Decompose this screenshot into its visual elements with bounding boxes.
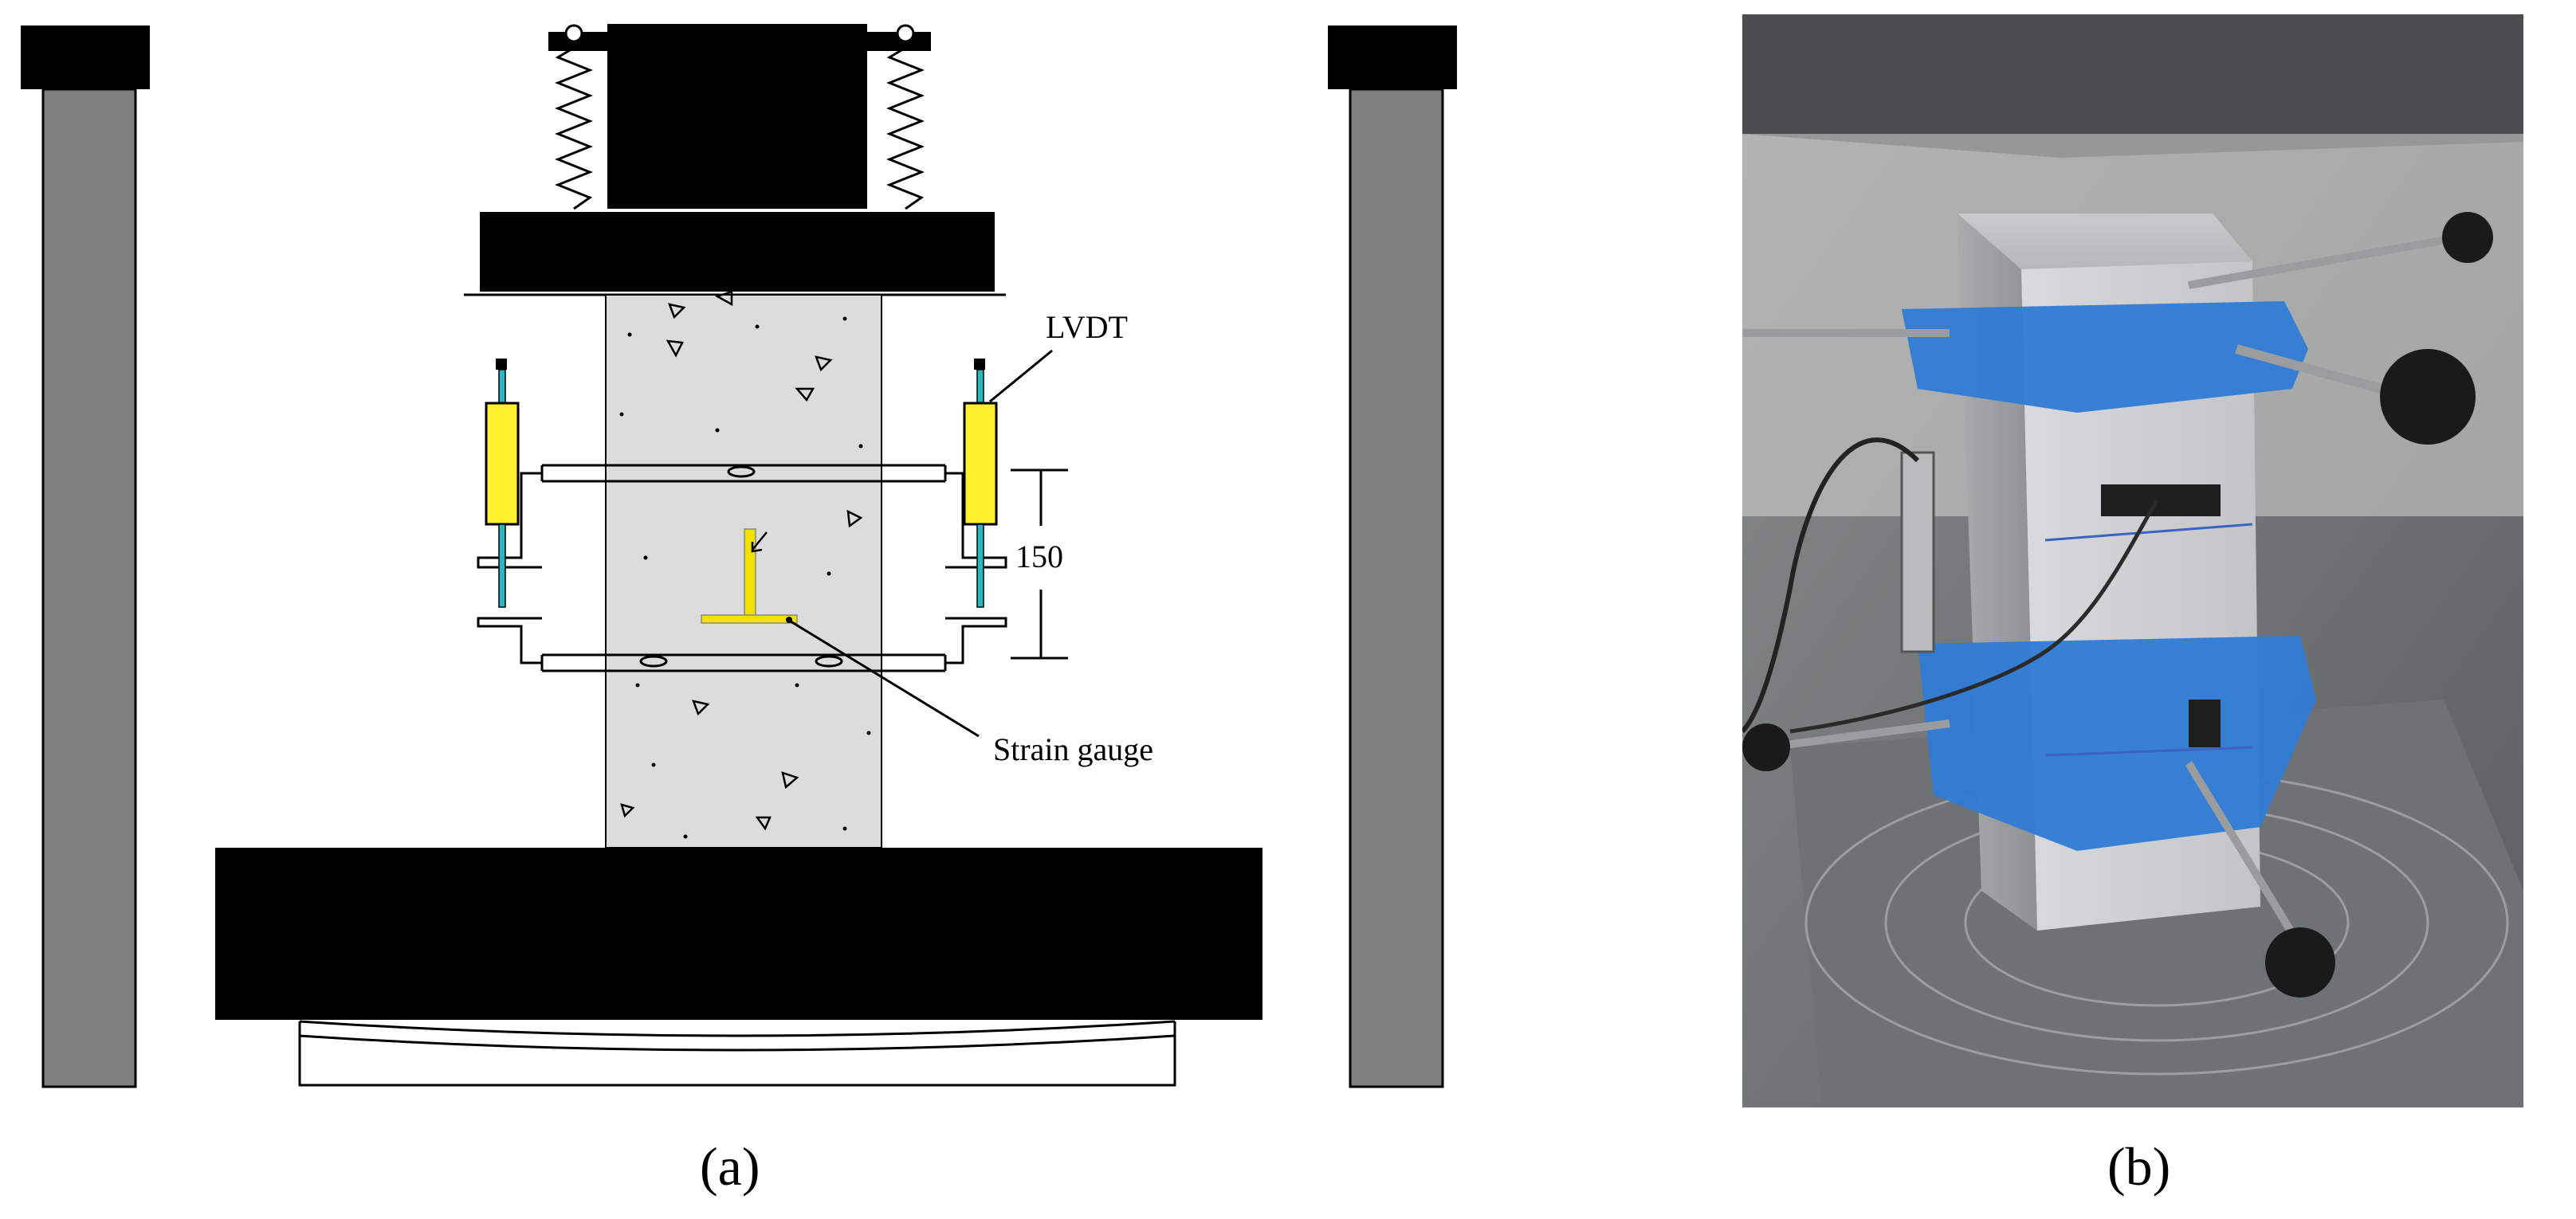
blue-mark-upper <box>2044 523 2253 542</box>
dot <box>795 683 799 688</box>
dot <box>866 731 871 735</box>
knob-upper-right <box>2380 349 2476 445</box>
strain-gauge-arrow <box>752 531 768 551</box>
left-column <box>41 88 137 1088</box>
lvdt-right-cap <box>974 359 985 370</box>
lvdt-right-body <box>963 402 998 526</box>
left-column-cap <box>21 25 150 89</box>
lower-ring-screw-left <box>639 655 668 668</box>
dot <box>651 762 656 767</box>
concrete-specimen <box>605 294 882 849</box>
aggregate-3 <box>666 339 684 358</box>
strain-gauge-label: Strain gauge <box>993 731 1153 767</box>
base-outline <box>298 1020 1176 1087</box>
dot <box>755 324 760 329</box>
gauge-wire <box>1789 499 2159 734</box>
dot <box>842 316 847 321</box>
knob-lower-right <box>2265 927 2335 998</box>
lvdt-left-body <box>485 402 520 526</box>
strain-gauge-stem <box>744 528 756 617</box>
machine-top-plate <box>1742 14 2523 158</box>
lvdt-left-rod-top <box>498 369 506 404</box>
dot <box>858 444 863 449</box>
lvdt-label: LVDT <box>1046 309 1128 345</box>
lvdt-right <box>963 359 998 608</box>
lower-clamp <box>1918 636 2316 851</box>
aggregate-5 <box>795 387 815 402</box>
lvdt-left <box>485 359 520 608</box>
dot <box>627 332 632 337</box>
upper-ring-right-bracket <box>944 465 1007 569</box>
right-column-cap <box>1328 25 1457 89</box>
upper-platen <box>480 212 995 292</box>
dot <box>683 834 688 839</box>
lvdt-sensor <box>1900 451 1935 653</box>
lower-platen <box>215 848 1262 1020</box>
aggregate-2 <box>714 290 733 307</box>
aggregate-7 <box>692 700 710 716</box>
rod-lower-right <box>2185 761 2304 949</box>
lvdt-leader <box>989 349 1053 403</box>
aggregate-8 <box>781 771 799 790</box>
dot <box>715 428 720 433</box>
strain-gauge-leader <box>790 620 980 738</box>
lvdt-right-rod-top <box>976 369 984 404</box>
concrete-dots <box>619 316 871 839</box>
lower-ring <box>477 617 1007 672</box>
lower-ring-screw-right <box>815 655 843 668</box>
lvdt-left-rod-bottom <box>498 523 506 608</box>
aggregate-6 <box>846 509 863 528</box>
sensor-cable <box>1742 437 1920 734</box>
upper-ring-screw <box>727 465 756 478</box>
cube-top-face <box>1958 214 2252 269</box>
test-setup-schematic: 150 LVDT Strain gauge <box>21 24 1457 1088</box>
right-column <box>1349 88 1444 1088</box>
top-loading-block <box>607 24 867 209</box>
knob-top-right <box>2442 212 2493 263</box>
caption-a: (a) <box>700 1136 760 1197</box>
lower-ring-right-bracket <box>944 617 1007 671</box>
left-spring <box>554 46 594 210</box>
left-bolt <box>564 24 583 43</box>
gauge-length-label: 150 <box>1015 539 1063 574</box>
upper-clamp <box>1902 301 2308 413</box>
dot <box>842 826 847 831</box>
test-photo <box>1742 14 2523 1107</box>
knob-lower-left <box>1742 723 1790 771</box>
right-spring <box>886 46 925 210</box>
aggregate-9 <box>755 816 772 831</box>
aggregate-10 <box>620 803 635 818</box>
strain-gauge-base <box>701 614 798 624</box>
dot <box>619 412 624 417</box>
aggregate-marks <box>620 290 863 831</box>
strain-gauge-arrowhead <box>751 542 763 553</box>
gauge-length-dimension <box>1011 468 1068 660</box>
strain-gauge <box>701 528 798 624</box>
dot <box>827 571 831 576</box>
caption-b: (b) <box>2107 1136 2171 1197</box>
dot <box>643 555 648 560</box>
blue-mark-lower <box>2044 746 2253 757</box>
rod-lower-left <box>1765 719 1950 751</box>
rod-top-right <box>2188 233 2460 289</box>
aggregate-4 <box>815 355 833 372</box>
tape-lower <box>2189 700 2221 747</box>
lower-ring-left-bracket <box>477 617 544 671</box>
tape-upper <box>2101 484 2221 516</box>
lvdt-right-rod-bottom <box>976 523 984 608</box>
right-bolt <box>896 24 915 43</box>
aggregate-1 <box>668 303 686 319</box>
lvdt-left-cap <box>496 359 507 370</box>
dot <box>635 683 640 688</box>
